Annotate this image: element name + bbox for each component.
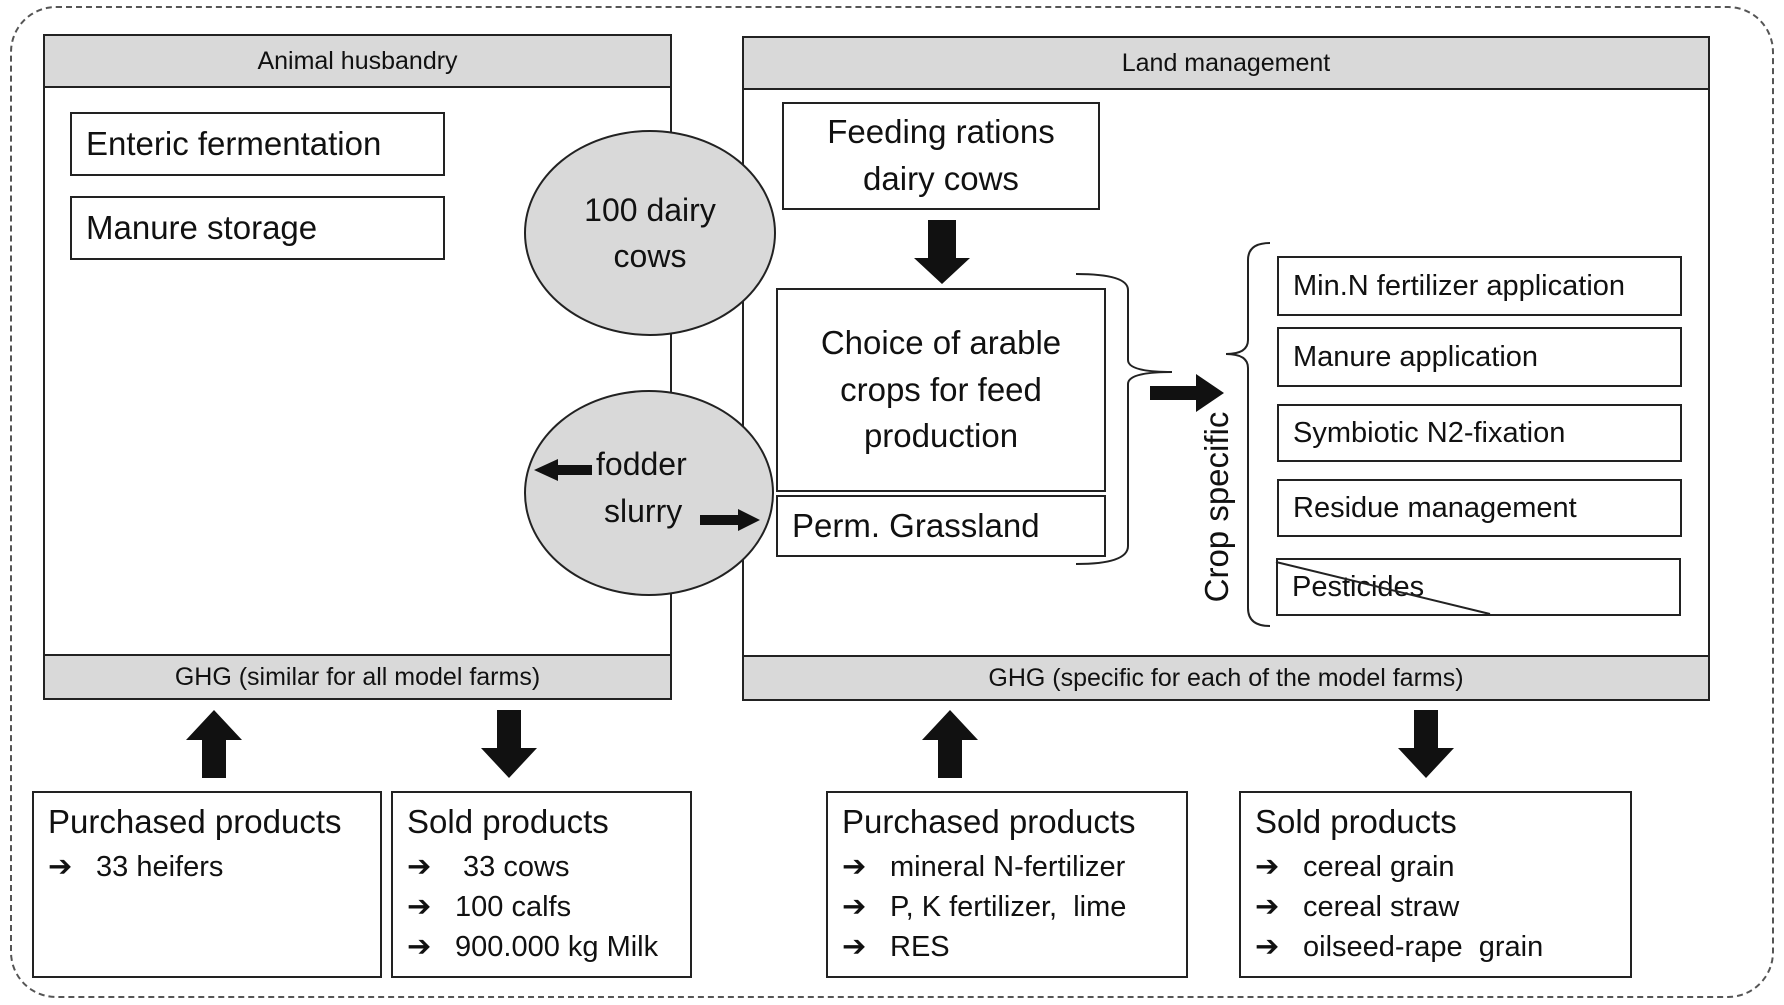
- list-item: ➔RES: [842, 927, 1172, 967]
- crop-choice-label: Choice of arable crops for feed producti…: [820, 323, 1062, 455]
- lm-purchased-list: ➔mineral N-fertilizer ➔P, K fertilizer, …: [842, 847, 1172, 967]
- block-arrow-icon: [1398, 710, 1454, 778]
- animal-husbandry-ghg: GHG (similar for all model farms): [174, 662, 541, 691]
- feeding-rations-label: Feeding rations dairy cows: [827, 113, 1055, 197]
- dairy-cows-label: 100 dairy cows: [584, 191, 716, 274]
- list-item: ➔900.000 kg Milk: [407, 927, 676, 967]
- ah-sold-title: Sold products: [407, 803, 609, 840]
- crop-item-label: Residue management: [1293, 491, 1577, 524]
- arrow-right-icon: ➔: [842, 891, 867, 923]
- feeding-rations-box: Feeding rations dairy cows: [782, 102, 1100, 210]
- arrow-right-icon: ➔: [48, 851, 73, 883]
- manure-storage-box: Manure storage: [70, 196, 445, 260]
- ah-purchased-list: ➔33 heifers: [48, 847, 366, 887]
- lm-sold-title: Sold products: [1255, 803, 1457, 840]
- enteric-fermentation-box: Enteric fermentation: [70, 112, 445, 176]
- list-item: ➔oilseed-rape grain: [1255, 927, 1616, 967]
- crop-item-manure-application: Manure application: [1277, 327, 1682, 387]
- arrow-right-icon: ➔: [1255, 851, 1280, 883]
- crop-item-residue-management: Residue management: [1277, 479, 1682, 537]
- crop-item-label: Pesticides: [1292, 570, 1425, 603]
- crop-item-label: Symbiotic N2-fixation: [1293, 416, 1566, 449]
- lm-purchased-products-box: Purchased products ➔mineral N-fertilizer…: [826, 791, 1188, 978]
- ah-purchased-products-box: Purchased products ➔33 heifers: [32, 791, 382, 978]
- list-item: ➔100 calfs: [407, 887, 676, 927]
- lm-sold-list: ➔cereal grain ➔cereal straw ➔oilseed-rap…: [1255, 847, 1616, 967]
- block-arrow-icon: [186, 710, 242, 778]
- land-management-header: Land management: [742, 36, 1710, 90]
- perm-grassland-label: Perm. Grassland: [792, 507, 1040, 544]
- list-item: ➔cereal grain: [1255, 847, 1616, 887]
- lm-purchased-title: Purchased products: [842, 803, 1136, 840]
- brace-right: [1075, 273, 1173, 565]
- block-arrow-icon: [922, 710, 978, 778]
- block-arrow-icon: [481, 710, 537, 778]
- list-item: ➔33 heifers: [48, 847, 366, 887]
- animal-husbandry-footer: GHG (similar for all model farms): [43, 654, 672, 700]
- arrow-right-icon: ➔: [407, 931, 432, 963]
- block-arrow-icon: [700, 509, 760, 531]
- crop-item-pesticides: Pesticides: [1276, 558, 1681, 616]
- ah-sold-list: ➔ 33 cows ➔100 calfs ➔900.000 kg Milk: [407, 847, 676, 967]
- crop-item-symbiotic-fixation: Symbiotic N2-fixation: [1277, 404, 1682, 462]
- arrow-right-icon: ➔: [1255, 891, 1280, 923]
- crop-item-label: Manure application: [1293, 340, 1539, 373]
- crop-item-label: Min.N fertilizer application: [1293, 269, 1626, 302]
- arrow-right-icon: ➔: [407, 851, 432, 883]
- slurry-label: slurry: [604, 493, 683, 529]
- block-arrow-icon: [534, 459, 592, 481]
- arrow-right-icon: ➔: [407, 891, 432, 923]
- land-management-title: Land management: [1121, 48, 1331, 77]
- brace-left: [1225, 242, 1271, 627]
- list-item: ➔mineral N-fertilizer: [842, 847, 1172, 887]
- dairy-cows-ellipse: 100 dairy cows: [524, 130, 776, 336]
- animal-husbandry-header: Animal husbandry: [43, 34, 672, 88]
- animal-husbandry-title: Animal husbandry: [257, 46, 458, 75]
- land-management-ghg: GHG (specific for each of the model farm…: [988, 663, 1464, 692]
- perm-grassland-box: Perm. Grassland: [776, 495, 1106, 557]
- arrow-right-icon: ➔: [1255, 931, 1280, 963]
- list-item: ➔P, K fertilizer, lime: [842, 887, 1172, 927]
- land-management-footer: GHG (specific for each of the model farm…: [742, 655, 1710, 701]
- pesticides-strike: [1275, 561, 1491, 615]
- list-item: ➔ 33 cows: [407, 847, 676, 887]
- arrow-right-icon: ➔: [842, 851, 867, 883]
- manure-storage-label: Manure storage: [86, 209, 318, 246]
- fodder-label: fodder: [596, 446, 687, 482]
- block-arrow-icon: [1150, 374, 1224, 412]
- ah-sold-products-box: Sold products ➔ 33 cows ➔100 calfs ➔900.…: [391, 791, 692, 978]
- fodder-slurry-ellipse: [524, 390, 774, 596]
- block-arrow-icon: [914, 220, 970, 284]
- ah-purchased-title: Purchased products: [48, 803, 342, 840]
- list-item: ➔cereal straw: [1255, 887, 1616, 927]
- crop-item-min-n-fertilizer: Min.N fertilizer application: [1277, 256, 1682, 316]
- system-boundary: [10, 6, 1774, 998]
- crop-choice-box: Choice of arable crops for feed producti…: [776, 288, 1106, 492]
- enteric-fermentation-label: Enteric fermentation: [86, 125, 382, 162]
- lm-sold-products-box: Sold products ➔cereal grain ➔cereal stra…: [1239, 791, 1632, 978]
- arrow-right-icon: ➔: [842, 931, 867, 963]
